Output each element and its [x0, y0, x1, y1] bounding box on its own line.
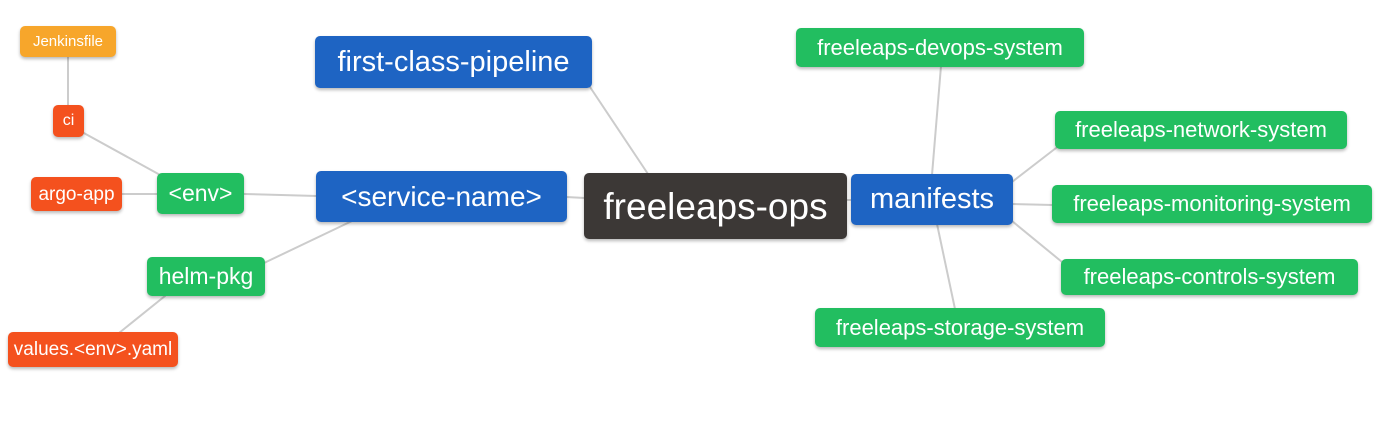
- node-jenkinsfile[interactable]: Jenkinsfile: [20, 26, 116, 57]
- node-freeleaps-devops-system[interactable]: freeleaps-devops-system: [796, 28, 1084, 67]
- edge-helm-pkg-to-service-name: [263, 220, 353, 264]
- node-freeleaps-storage-system[interactable]: freeleaps-storage-system: [815, 308, 1105, 347]
- node-first-class-pipeline[interactable]: first-class-pipeline: [315, 36, 592, 88]
- edge-values-env-yaml-to-helm-pkg: [118, 295, 166, 334]
- node-freeleaps-ops[interactable]: freeleaps-ops: [584, 173, 847, 239]
- edge-manifests-to-freeleaps-controls-system: [1011, 220, 1063, 263]
- edge-ci-to-env: [81, 131, 163, 177]
- edge-manifests-to-freeleaps-monitoring-system: [1011, 203, 1054, 206]
- node-freeleaps-network-system[interactable]: freeleaps-network-system: [1055, 111, 1347, 149]
- node-manifests[interactable]: manifests: [851, 174, 1013, 225]
- edge-freeleaps-devops-system-to-manifests: [931, 65, 942, 176]
- node-argo-app[interactable]: argo-app: [31, 177, 122, 211]
- edge-service-name-to-freeleaps-ops: [565, 196, 586, 199]
- node-ci[interactable]: ci: [53, 105, 84, 137]
- edge-first-class-pipeline-to-freeleaps-ops: [589, 86, 649, 175]
- node-helm-pkg[interactable]: helm-pkg: [147, 257, 265, 296]
- node-env[interactable]: <env>: [157, 173, 244, 214]
- node-freeleaps-controls-system[interactable]: freeleaps-controls-system: [1061, 259, 1358, 295]
- edge-manifests-to-freeleaps-storage-system: [936, 223, 956, 310]
- node-values-env-yaml[interactable]: values.<env>.yaml: [8, 332, 178, 367]
- edge-env-to-service-name: [243, 193, 318, 197]
- node-service-name[interactable]: <service-name>: [316, 171, 567, 222]
- node-freeleaps-monitoring-system[interactable]: freeleaps-monitoring-system: [1052, 185, 1372, 223]
- edge-manifests-to-freeleaps-network-system: [1011, 147, 1057, 183]
